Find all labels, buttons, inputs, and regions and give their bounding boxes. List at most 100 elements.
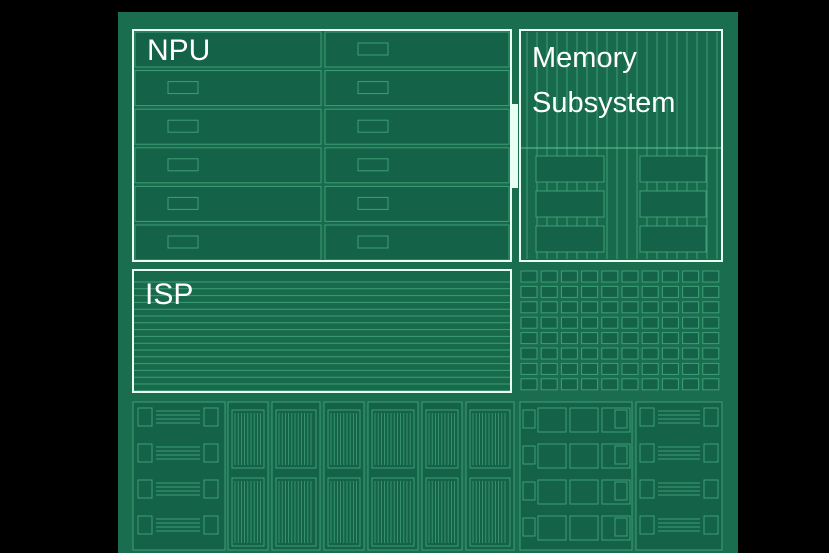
io-block bbox=[132, 401, 226, 551]
sram-edge bbox=[522, 481, 536, 501]
cache-cell bbox=[520, 301, 538, 314]
cache-cell bbox=[621, 301, 639, 314]
cache-cell bbox=[682, 285, 700, 298]
io-pad bbox=[639, 407, 655, 427]
cache-cell bbox=[702, 332, 720, 345]
isp-block-fill bbox=[133, 270, 511, 392]
sram-cell bbox=[569, 479, 599, 505]
cache-cell bbox=[621, 362, 639, 375]
memory-bank bbox=[639, 190, 707, 218]
cache-cell bbox=[560, 301, 578, 314]
cache-cell bbox=[641, 378, 659, 391]
npu-core-unit bbox=[167, 158, 199, 172]
logic-cell bbox=[275, 409, 317, 469]
io-pad bbox=[639, 515, 655, 535]
npu-core-cell bbox=[324, 147, 510, 184]
cache-cell bbox=[560, 362, 578, 375]
memory-bank bbox=[639, 225, 707, 253]
npu-core-unit bbox=[167, 196, 199, 210]
cache-cell bbox=[641, 270, 659, 283]
io-pad bbox=[203, 443, 219, 463]
sram-edge bbox=[614, 517, 628, 537]
sram-edge bbox=[522, 409, 536, 429]
memory-label-line2: Subsystem bbox=[532, 87, 676, 119]
cache-cell bbox=[661, 332, 679, 345]
npu-core-cell bbox=[324, 70, 510, 107]
cache-cell bbox=[601, 270, 619, 283]
cache-cell bbox=[682, 362, 700, 375]
cache-cell bbox=[581, 347, 599, 360]
cache-cell bbox=[661, 362, 679, 375]
sram-cell bbox=[601, 515, 631, 541]
cache-cell bbox=[540, 378, 558, 391]
cache-cell bbox=[601, 332, 619, 345]
cache-cell bbox=[560, 316, 578, 329]
cache-cell bbox=[621, 316, 639, 329]
cache-cell bbox=[621, 378, 639, 391]
npu-core-unit bbox=[357, 81, 389, 95]
logic-cell bbox=[371, 477, 415, 547]
npu-core-cell bbox=[134, 108, 322, 145]
cache-cell bbox=[560, 378, 578, 391]
npu-core-unit bbox=[357, 235, 389, 249]
memory-subsystem-label: Memory Subsystem bbox=[532, 36, 675, 126]
sram-cell bbox=[569, 515, 599, 541]
cache-cell bbox=[702, 270, 720, 283]
cache-cell bbox=[641, 332, 659, 345]
io-pad bbox=[639, 479, 655, 499]
npu-block-fill bbox=[133, 30, 511, 261]
cache-cell bbox=[540, 301, 558, 314]
io-pad bbox=[137, 443, 153, 463]
cache-cell bbox=[641, 285, 659, 298]
io-pad bbox=[639, 443, 655, 463]
cache-cell bbox=[601, 285, 619, 298]
cache-cell bbox=[661, 347, 679, 360]
logic-cell bbox=[275, 477, 317, 547]
cache-cell bbox=[702, 285, 720, 298]
npu-core-unit bbox=[167, 119, 199, 133]
cache-cell bbox=[661, 316, 679, 329]
io-block-right bbox=[635, 401, 723, 551]
logic-cell bbox=[371, 409, 415, 469]
cache-cell bbox=[621, 332, 639, 345]
io-pad bbox=[203, 515, 219, 535]
cache-cell bbox=[581, 332, 599, 345]
npu-core-cell bbox=[134, 31, 322, 68]
isp-block-outline bbox=[132, 269, 512, 393]
memory-bank bbox=[535, 225, 605, 253]
interconnect-bar bbox=[512, 104, 518, 188]
cache-cell bbox=[520, 332, 538, 345]
sram-cell bbox=[537, 407, 567, 433]
cache-cell bbox=[581, 301, 599, 314]
cache-cell bbox=[540, 285, 558, 298]
memory-block-fill bbox=[520, 30, 722, 261]
cache-cell bbox=[581, 285, 599, 298]
memory-bank bbox=[535, 155, 605, 183]
cache-cell bbox=[581, 316, 599, 329]
cache-cell bbox=[581, 270, 599, 283]
npu-label: NPU bbox=[147, 34, 211, 67]
npu-core-cell bbox=[134, 147, 322, 184]
npu-block-outline bbox=[132, 29, 512, 262]
io-pad bbox=[137, 515, 153, 535]
cache-cell bbox=[540, 347, 558, 360]
io-pad bbox=[203, 407, 219, 427]
cache-cell bbox=[560, 270, 578, 283]
sram-edge bbox=[522, 445, 536, 465]
sram-cell bbox=[601, 407, 631, 433]
npu-core-cell bbox=[324, 185, 510, 222]
cache-cell bbox=[641, 347, 659, 360]
cache-cell bbox=[560, 285, 578, 298]
sram-cell bbox=[601, 443, 631, 469]
cache-cell bbox=[520, 347, 538, 360]
cache-cell bbox=[702, 301, 720, 314]
cache-cell bbox=[702, 347, 720, 360]
logic-cell bbox=[469, 477, 511, 547]
cache-cell bbox=[540, 332, 558, 345]
io-pad bbox=[703, 515, 719, 535]
io-pad bbox=[703, 443, 719, 463]
cache-cell bbox=[702, 378, 720, 391]
npu-core-unit bbox=[167, 235, 199, 249]
cache-cell bbox=[540, 316, 558, 329]
cache-cell bbox=[601, 347, 619, 360]
